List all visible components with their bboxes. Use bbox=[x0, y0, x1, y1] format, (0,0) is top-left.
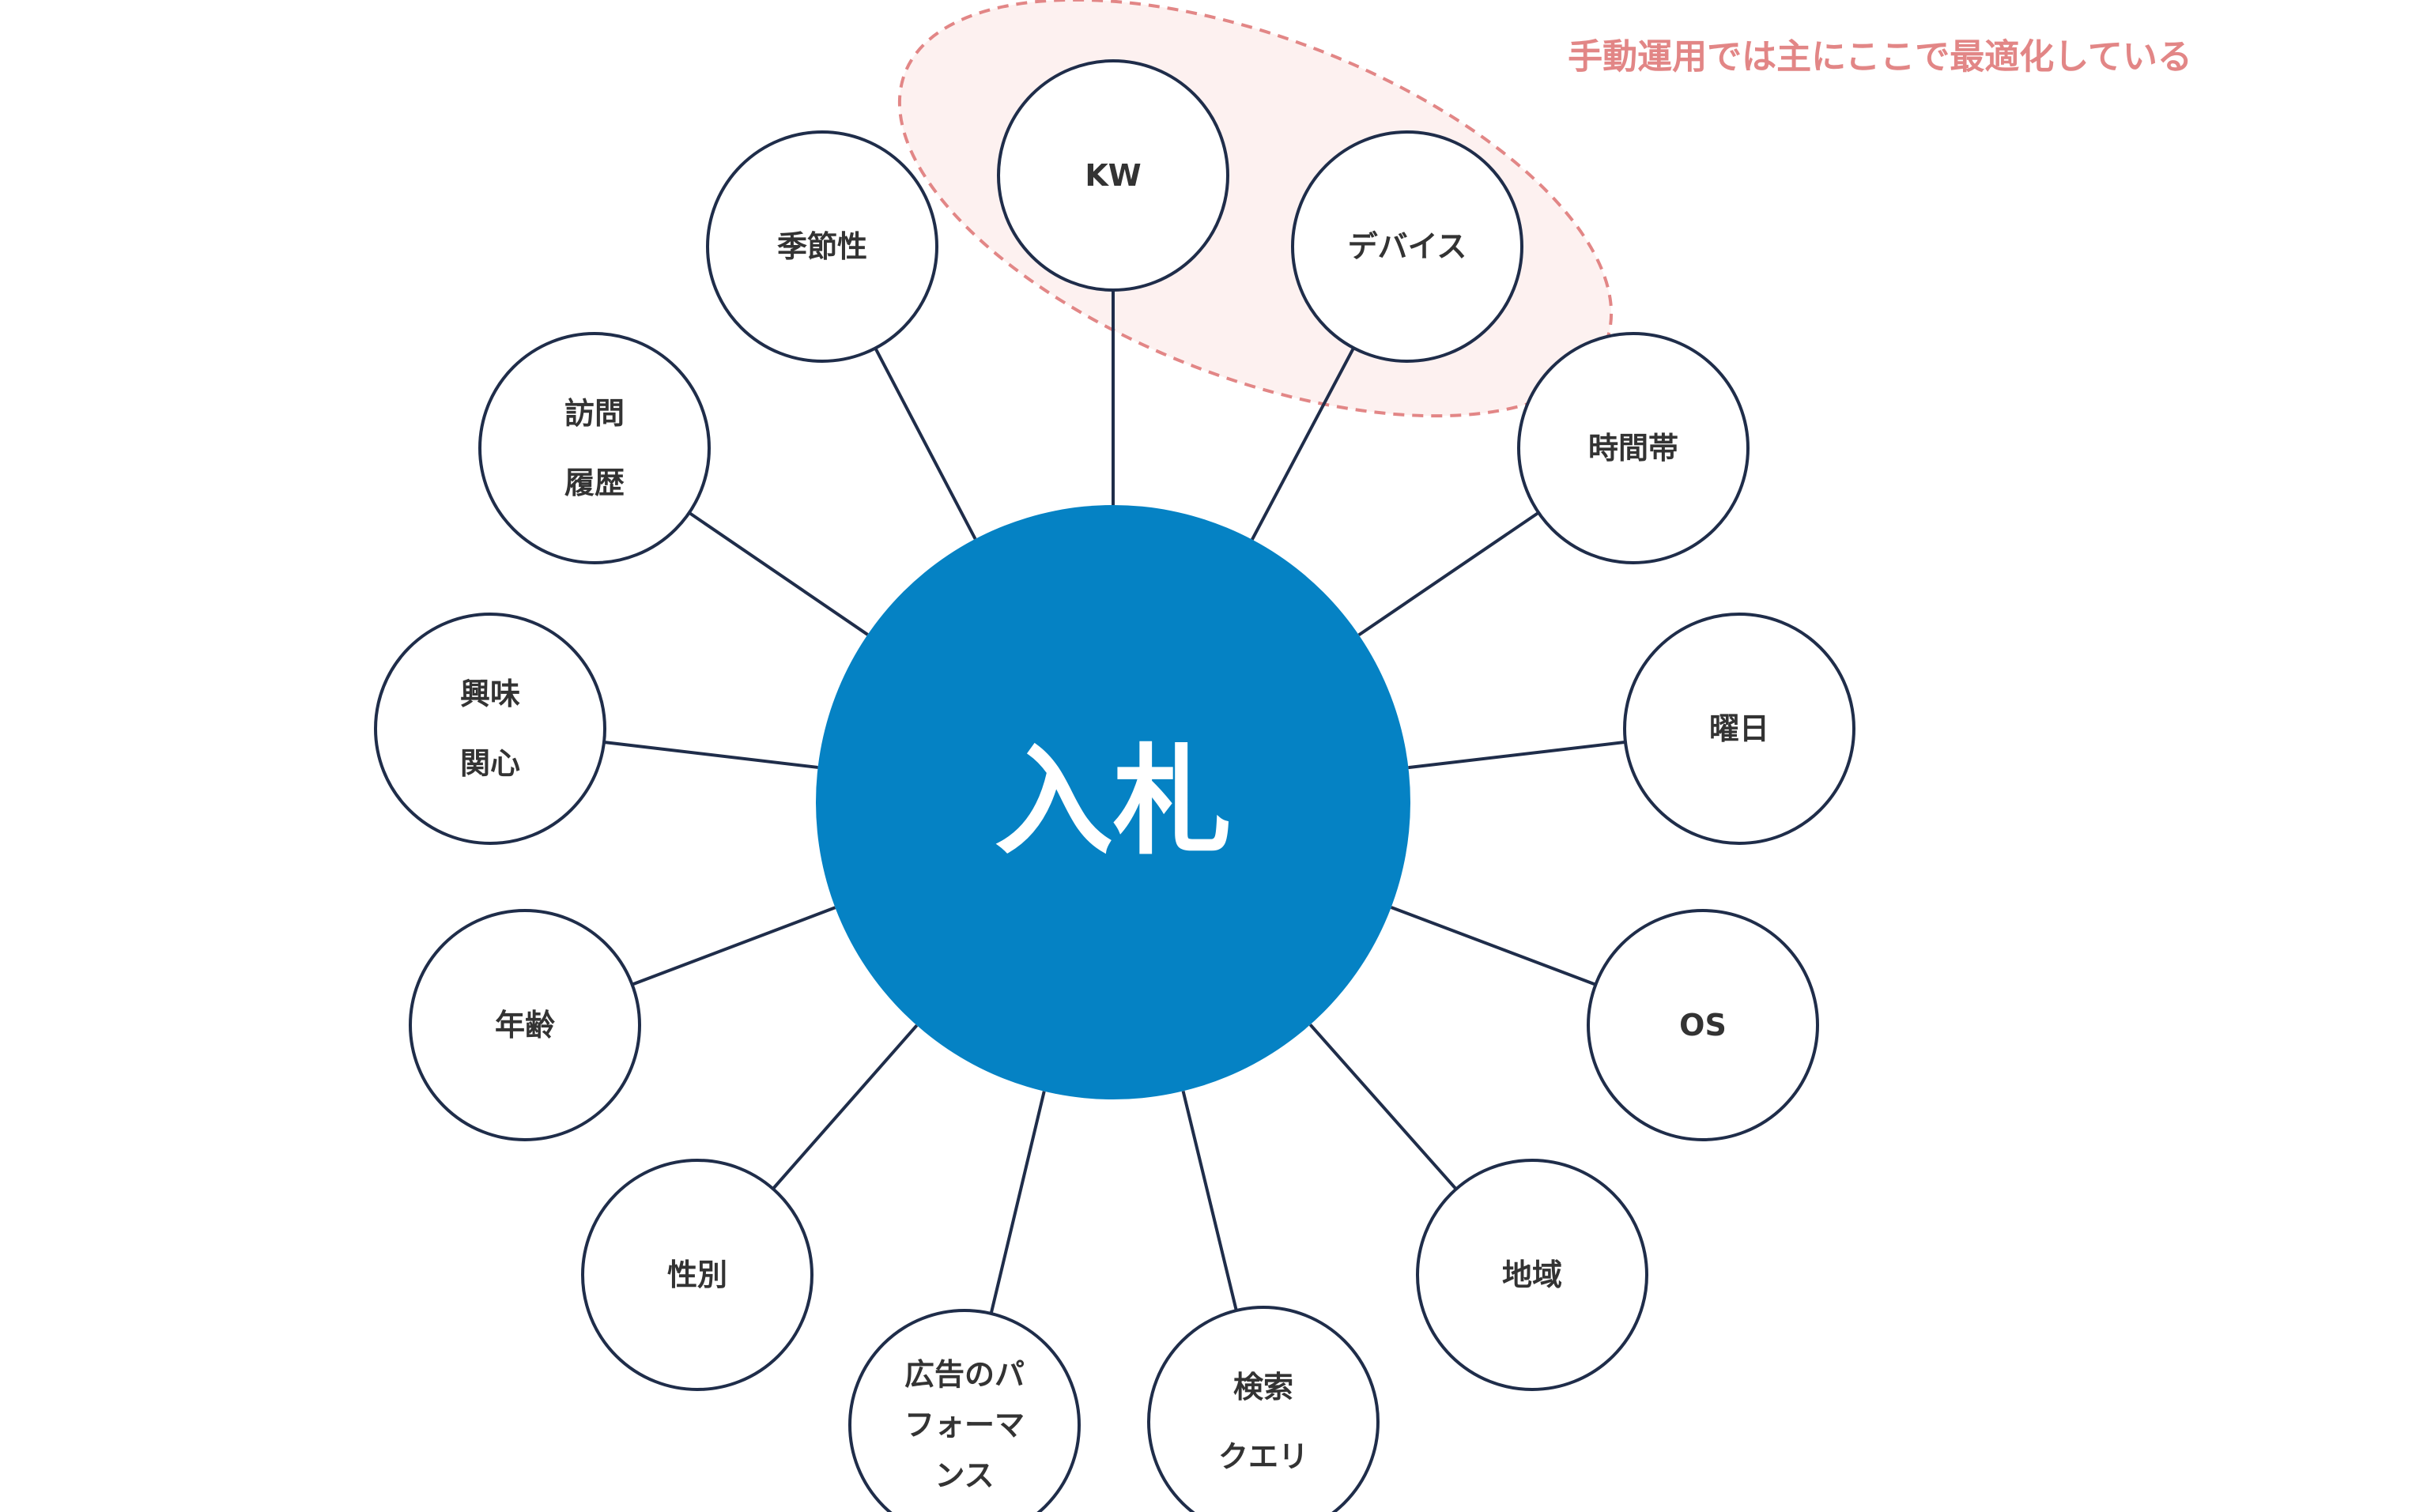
node-circle bbox=[997, 59, 1229, 292]
node-label: 広告のパ bbox=[904, 1357, 1025, 1392]
node-label: 性別 bbox=[667, 1257, 727, 1292]
node-label: KW bbox=[1085, 158, 1141, 193]
node-circle bbox=[478, 332, 711, 564]
edge-day-of-week bbox=[1408, 740, 1626, 770]
node-circle bbox=[1147, 1306, 1380, 1512]
node-circle bbox=[1416, 1159, 1648, 1391]
annotation-text: 手動運用では主にここで最適化している bbox=[1568, 37, 2192, 77]
node-label: 時間帯 bbox=[1588, 431, 1678, 466]
edge-seasonality bbox=[874, 347, 977, 540]
edge-ad-performance bbox=[989, 1091, 1046, 1314]
node-label: 検索 bbox=[1233, 1370, 1293, 1405]
node-label: 訪問 bbox=[564, 396, 625, 431]
node-label: 興味 bbox=[460, 677, 520, 711]
node-circle bbox=[848, 1309, 1081, 1512]
node-label: デバイス bbox=[1348, 229, 1467, 264]
annotation-layer: 手動運用では主にここで最適化している bbox=[1568, 37, 2192, 77]
node-circle bbox=[581, 1159, 813, 1391]
edge-region bbox=[1308, 1024, 1458, 1190]
node-kw: KW bbox=[997, 59, 1229, 292]
node-circle bbox=[1291, 130, 1523, 363]
node-time-of-day: 時間帯 bbox=[1517, 332, 1750, 564]
center-node: 入札 bbox=[816, 505, 1410, 1099]
edge-device bbox=[1251, 347, 1355, 541]
node-circle bbox=[409, 909, 641, 1141]
node-layer: KWデバイス時間帯曜日OS地域検索クエリ広告のパフォーマンス性別年齢興味関心訪問… bbox=[374, 59, 1855, 1512]
edge-visit-history bbox=[688, 511, 869, 636]
edge-layer bbox=[603, 290, 1626, 1314]
node-day-of-week: 曜日 bbox=[1623, 613, 1855, 845]
node-gender: 性別 bbox=[581, 1159, 813, 1391]
node-region: 地域 bbox=[1416, 1159, 1648, 1391]
center-label: 入札 bbox=[995, 733, 1232, 871]
node-circle bbox=[1587, 909, 1819, 1141]
center-circle bbox=[816, 505, 1410, 1099]
center-layer: 入札 bbox=[816, 505, 1410, 1099]
node-age: 年齢 bbox=[409, 909, 641, 1141]
edge-os bbox=[1391, 906, 1597, 986]
node-label: 地域 bbox=[1502, 1257, 1562, 1292]
node-circle bbox=[706, 130, 938, 363]
node-label: 季節性 bbox=[777, 229, 867, 264]
node-label: ンス bbox=[934, 1458, 994, 1493]
node-label: クエリ bbox=[1218, 1439, 1308, 1474]
node-seasonality: 季節性 bbox=[706, 130, 938, 363]
edge-time-of-day bbox=[1357, 511, 1540, 637]
node-label: 関心 bbox=[460, 746, 520, 781]
node-circle bbox=[1623, 613, 1855, 845]
node-label: 年齢 bbox=[495, 1008, 555, 1043]
node-circle bbox=[374, 613, 606, 845]
node-device: デバイス bbox=[1291, 130, 1523, 363]
node-label: OS bbox=[1679, 1008, 1727, 1043]
edge-interest bbox=[603, 741, 818, 769]
node-circle bbox=[1517, 332, 1750, 564]
edge-gender bbox=[772, 1024, 919, 1190]
node-label: フォーマ bbox=[904, 1408, 1025, 1442]
edge-search-query bbox=[1181, 1090, 1238, 1311]
node-label: 履歴 bbox=[564, 466, 625, 500]
node-os: OS bbox=[1587, 909, 1819, 1141]
node-label: 曜日 bbox=[1709, 711, 1769, 746]
edge-age bbox=[631, 906, 836, 986]
